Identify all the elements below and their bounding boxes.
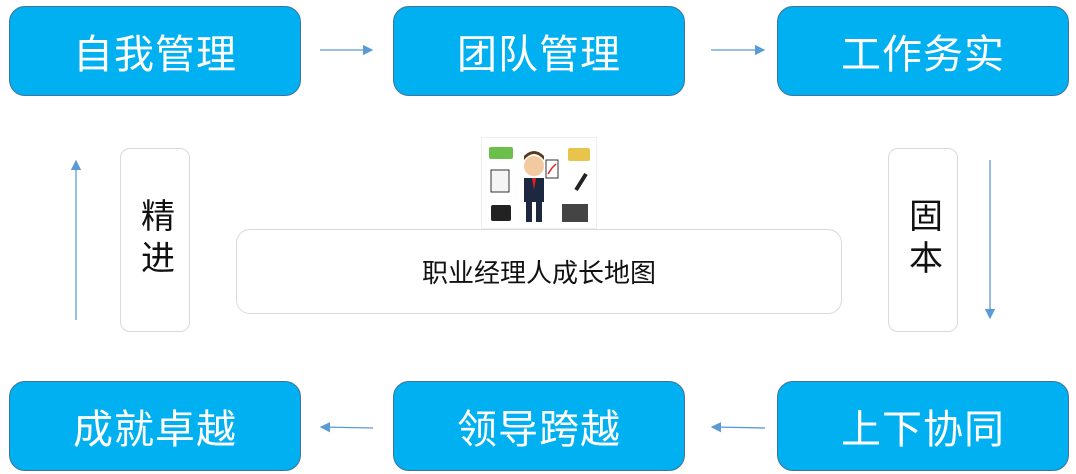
center-title: 职业经理人成长地图 — [236, 229, 842, 314]
money-icon — [489, 147, 513, 159]
briefcase-icon — [491, 205, 511, 221]
stage-excellence: 成就卓越 — [9, 381, 301, 471]
stage-self-management: 自我管理 — [9, 6, 301, 96]
stage-pragmatic-work: 工作务实 — [777, 6, 1069, 96]
arrow-left-2 — [319, 421, 374, 433]
stage-collaboration: 上下协同 — [777, 381, 1069, 471]
side-label-right: 固本 — [888, 148, 958, 332]
manager-illustration — [481, 137, 597, 229]
clipboard-icon — [490, 169, 510, 193]
stage-team-management: 团队管理 — [393, 6, 685, 96]
arrow-left-1 — [710, 421, 766, 433]
pen-icon — [574, 172, 588, 192]
stage-leadership: 领导跨越 — [393, 381, 685, 471]
wallet-icon — [562, 204, 588, 222]
side-label-left: 精进 — [120, 148, 190, 332]
person-head — [524, 156, 544, 176]
card-icon — [568, 148, 590, 161]
